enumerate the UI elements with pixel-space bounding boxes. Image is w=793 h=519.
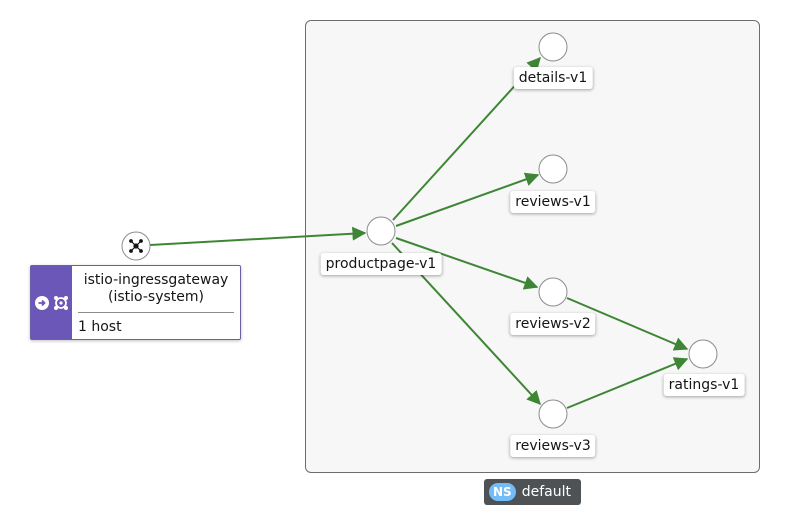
namespace-badge[interactable]: NS default	[484, 479, 581, 505]
gateway-icon	[129, 239, 143, 253]
gateway-name: istio-ingressgateway	[83, 272, 229, 288]
gateway-card-badge	[31, 266, 72, 339]
edge-gateway-productpage[interactable]	[149, 226, 367, 246]
reviews-v3-node[interactable]	[538, 399, 568, 429]
reviews-v2-node[interactable]	[538, 277, 568, 307]
edge-reviews-v3-ratings[interactable]	[566, 357, 689, 409]
reviews-v2-label: reviews-v2	[510, 313, 596, 335]
gateway-title: istio-ingressgateway (istio-system)	[78, 272, 234, 306]
edge-reviews-v2-ratings[interactable]	[566, 297, 689, 351]
details-node[interactable]	[538, 32, 568, 62]
arrow-circle-icon	[34, 295, 49, 310]
reviews-v1-node[interactable]	[538, 154, 568, 184]
ratings-label: ratings-v1	[663, 374, 745, 396]
gateway-divider	[78, 312, 234, 313]
productpage-node[interactable]	[366, 216, 396, 246]
gateway-host-count: 1 host	[78, 319, 122, 335]
details-label: details-v1	[513, 67, 593, 89]
reviews-v1-label: reviews-v1	[510, 191, 596, 213]
reviews-v3-label: reviews-v3	[510, 435, 596, 457]
gateway-services-icon	[53, 295, 68, 310]
namespace-pill: NS	[489, 483, 516, 501]
gateway-namespace: (istio-system)	[108, 289, 204, 305]
gateway-card[interactable]: istio-ingressgateway (istio-system) 1 ho…	[30, 265, 241, 340]
edge-productpage-reviews-v1[interactable]	[395, 172, 540, 227]
ratings-node[interactable]	[688, 339, 718, 369]
namespace-name: default	[521, 484, 571, 500]
edge-productpage-reviews-v2[interactable]	[395, 237, 539, 290]
productpage-label: productpage-v1	[320, 253, 442, 275]
